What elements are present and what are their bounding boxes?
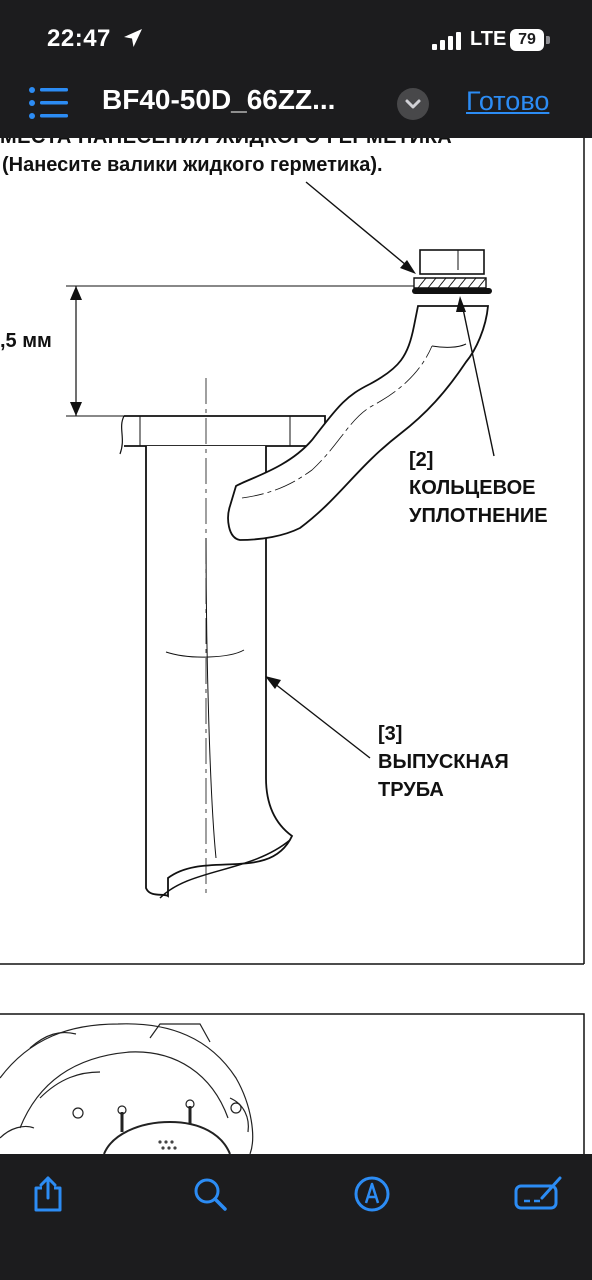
dimension-arrow-down (70, 402, 82, 416)
battery-level: 79 (518, 31, 536, 48)
title-menu-button[interactable] (397, 88, 429, 120)
exhaust-pipe-number: [3] (378, 723, 403, 745)
o-ring-label: [2] КОЛЬЦЕВОЕ УПЛОТНЕНИЕ (409, 446, 548, 530)
markup-pen-icon[interactable] (352, 1174, 392, 1214)
o-ring-name-line1: КОЛЬЦЕВОЕ (409, 477, 536, 499)
sealant-arrowhead (400, 260, 416, 274)
pipe-arrowhead (265, 676, 281, 689)
tube-broken-end (159, 839, 291, 899)
share-icon[interactable] (28, 1174, 68, 1214)
exhaust-pipe-label: [3] ВЫПУСКНАЯ ТРУБА (378, 720, 509, 804)
pipe-leader-line (269, 679, 371, 759)
top-bar: 22:47 LTE 79 BF40-50D_66ZZ... Готово (0, 0, 592, 138)
sealant-leader-line (305, 181, 413, 271)
pipe-centerline (241, 345, 433, 499)
o-ring-leader-line (461, 303, 495, 457)
o-ring-number: [2] (409, 449, 434, 471)
curved-pipe (227, 305, 489, 541)
exhaust-pipe-diagram (0, 138, 585, 1154)
pipe-section-line (431, 343, 467, 348)
pipe-end-cap (419, 249, 485, 275)
engine-top-illustration (0, 1023, 254, 1154)
sealant-hatching (417, 277, 487, 289)
sealant-instruction: (Нанесите валики жидкого герметика). (2, 154, 383, 176)
battery-icon: 79 (510, 29, 550, 51)
o-ring (412, 288, 492, 294)
cellular-signal-icon (432, 32, 461, 50)
o-ring-arrowhead (456, 296, 466, 312)
dimension-arrow-up (70, 286, 82, 300)
battery-cap (546, 36, 550, 44)
table-of-contents-icon[interactable] (28, 86, 70, 120)
search-icon[interactable] (190, 1174, 230, 1214)
network-type: LTE (470, 28, 507, 50)
o-ring-name-line2: УПЛОТНЕНИЕ (409, 505, 548, 527)
engine-vent-holes (158, 1140, 177, 1150)
figure2-frame (0, 1013, 585, 1154)
exhaust-pipe-name-line1: ВЫПУСКНАЯ (378, 751, 509, 773)
status-time: 22:47 (47, 25, 111, 52)
document-title[interactable]: BF40-50D_66ZZ... (102, 84, 336, 115)
chevron-down-icon (405, 99, 421, 109)
pdf-page-view[interactable]: МЕСТА НАНЕСЕНИЯ ЖИДКОГО ГЕРМЕТИКА (Нанес… (0, 138, 592, 1154)
dimension-label: ,5 мм (0, 330, 52, 352)
flange-break-line (119, 415, 125, 455)
sign-form-icon[interactable] (514, 1174, 564, 1214)
mounting-flange (124, 415, 326, 447)
location-arrow-icon (124, 29, 142, 47)
sealant-heading: МЕСТА НАНЕСЕНИЯ ЖИДКОГО ГЕРМЕТИКА (0, 138, 452, 149)
tube-section-arc (165, 649, 245, 658)
bottom-toolbar (0, 1154, 592, 1280)
exhaust-pipe-name-line2: ТРУБА (378, 779, 444, 801)
done-button[interactable]: Готово (466, 86, 550, 116)
exhaust-tube (145, 446, 294, 898)
battery-body (510, 29, 544, 51)
